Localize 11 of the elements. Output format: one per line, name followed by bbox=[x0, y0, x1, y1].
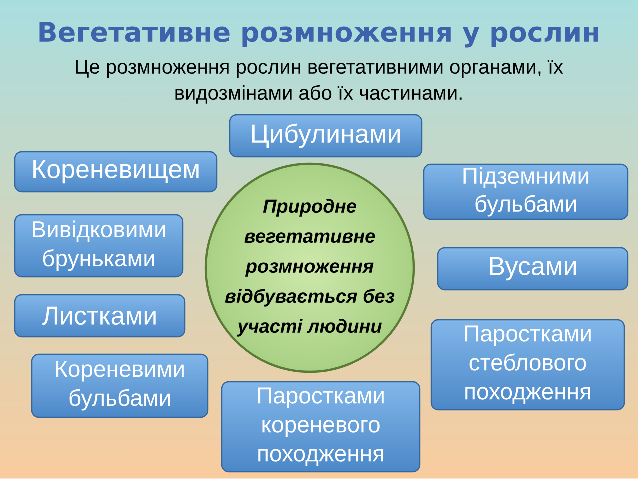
method-box: Цибулинами bbox=[229, 114, 423, 158]
slide-title: Вегетативне розмноження у рослин bbox=[40, 22, 598, 48]
method-box: Паростками стеблового походження bbox=[430, 319, 626, 411]
method-box: Паростками кореневого походження bbox=[221, 381, 421, 473]
method-box: Листками bbox=[14, 294, 186, 338]
subtitle: Це розмноження рослин вегетативними органами, їх видозмінами або їх частинами. bbox=[76, 60, 564, 104]
method-box: Вивідковими бруньками bbox=[14, 214, 184, 278]
method-box: Вусами bbox=[437, 247, 629, 291]
method-box: Кореневищем bbox=[14, 151, 218, 193]
method-box: Підземними бульбами bbox=[423, 164, 629, 220]
method-box: Кореневими бульбами bbox=[31, 354, 209, 418]
